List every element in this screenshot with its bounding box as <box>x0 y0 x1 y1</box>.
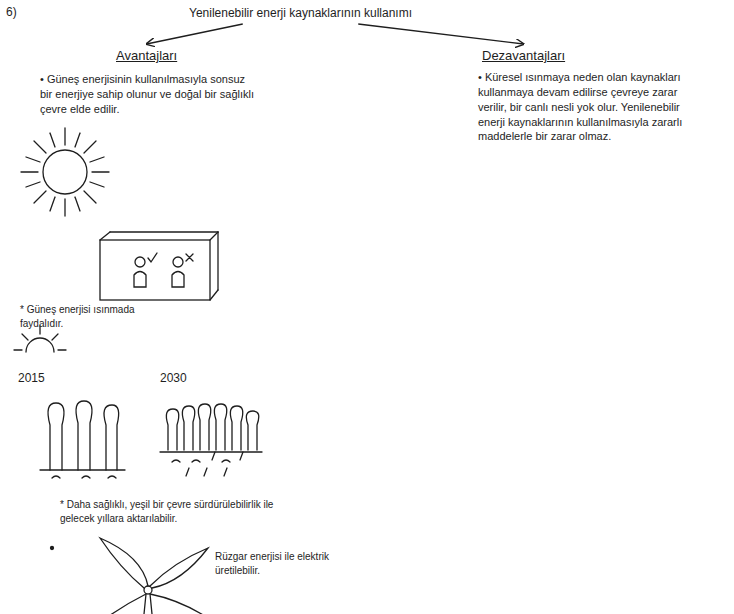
windmill <box>100 538 208 614</box>
title-node: Yenilenebilir enerji kaynaklarının kulla… <box>185 4 416 22</box>
note-text: • Güneş enerjisinin kullanılmasıyla sons… <box>40 72 255 117</box>
note-text: 2030 <box>160 370 210 386</box>
small-sun <box>14 326 66 352</box>
branch-arrow <box>147 24 243 44</box>
trees-2015 <box>40 401 125 478</box>
note-text: 2015 <box>18 370 68 386</box>
sun-drawing <box>43 150 87 194</box>
trees-2030 <box>160 404 262 476</box>
node-text: Dezavantajları <box>482 48 565 63</box>
sun-rays <box>21 128 109 216</box>
note-text: * Daha sağlıklı, yeşil bir çevre sürdürü… <box>60 498 300 525</box>
branch-arrow <box>358 24 523 44</box>
node-text: Yenilenebilir enerji kaynaklarının kulla… <box>189 6 412 20</box>
note-text: 6) <box>6 4 46 20</box>
note-text: * Güneş enerjisi ısınmada faydalıdır. <box>20 303 180 330</box>
note-text: Rüzgar enerjisi ile elektrik üretilebili… <box>215 550 335 577</box>
note-text: • Küresel ısınmaya neden olan kaynakları… <box>478 70 703 144</box>
heading-node: Dezavantajları <box>478 46 569 65</box>
node-text: Avantajları <box>116 48 177 63</box>
comparison-box <box>100 232 218 300</box>
heading-node: Avantajları <box>112 46 181 65</box>
